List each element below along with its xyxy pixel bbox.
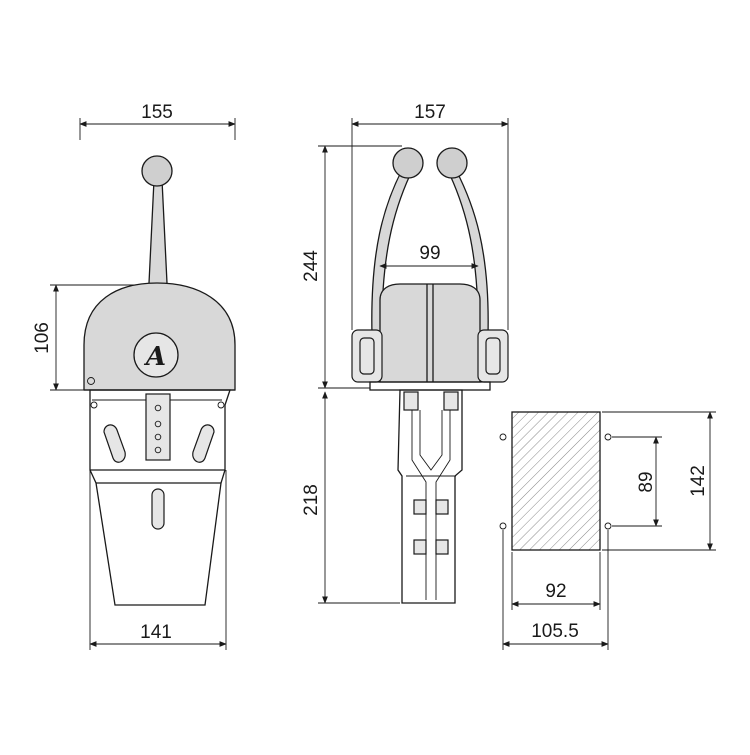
side-view: 157 244 218 99 xyxy=(301,102,509,604)
dimension-89: 89 xyxy=(612,436,662,527)
cutout-hatched-area xyxy=(511,411,601,551)
dim-label-155: 155 xyxy=(141,102,173,123)
dimension-142: 142 xyxy=(602,411,716,551)
front-lever-knob xyxy=(141,155,173,187)
front-base xyxy=(89,469,226,606)
dim-label-218: 218 xyxy=(301,484,322,516)
dimension-106: 106 xyxy=(32,284,152,391)
dimension-244: 244 xyxy=(301,145,402,389)
dim-label-106: 106 xyxy=(32,322,53,354)
dimension-105-5: 105.5 xyxy=(502,530,609,650)
mount-hole xyxy=(499,433,507,441)
dim-label-141: 141 xyxy=(140,622,172,643)
front-left-slot xyxy=(103,424,126,463)
dim-label-105-5: 105.5 xyxy=(531,621,579,642)
dimension-141: 141 xyxy=(89,470,227,650)
side-left-knob xyxy=(392,147,424,179)
front-view: 155 106 A xyxy=(32,102,236,650)
side-lower-body xyxy=(397,389,463,604)
mount-hole xyxy=(604,522,612,530)
side-mount-plate xyxy=(369,381,491,391)
dimension-218: 218 xyxy=(301,391,400,604)
logo-letter: A xyxy=(143,342,166,372)
side-right-knob xyxy=(436,147,468,179)
dimension-92: 92 xyxy=(511,552,601,610)
logo-emblem: A xyxy=(133,332,179,378)
dim-label-92: 92 xyxy=(545,581,566,602)
front-right-slot xyxy=(192,424,215,463)
dimension-155: 155 xyxy=(79,102,236,140)
mount-hole xyxy=(499,522,507,530)
dim-label-99: 99 xyxy=(419,243,440,264)
dim-label-89: 89 xyxy=(636,471,657,492)
side-housing xyxy=(379,283,481,383)
cutout-view: 89 142 92 105.5 xyxy=(499,411,716,650)
dimension-99: 99 xyxy=(379,243,479,269)
mount-hole xyxy=(604,433,612,441)
dim-label-244: 244 xyxy=(301,250,322,282)
dimension-157: 157 xyxy=(351,102,509,330)
dim-label-157: 157 xyxy=(414,102,446,123)
front-base-slot xyxy=(151,488,165,530)
dim-label-142: 142 xyxy=(688,465,709,497)
